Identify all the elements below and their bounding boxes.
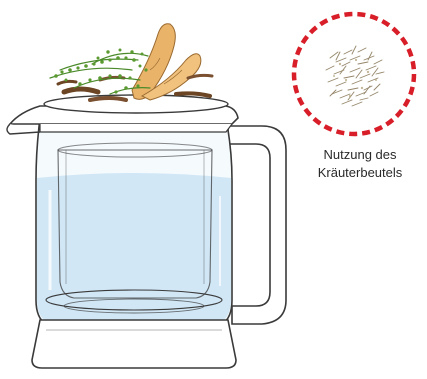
jug-spout	[7, 124, 40, 134]
tea-bag-caption: Nutzung des Kräuterbeutels	[300, 146, 420, 182]
jug-base	[32, 320, 236, 368]
herb-tea-bag-icon	[294, 14, 414, 134]
dashed-circle	[294, 14, 414, 134]
glass-jug-icon	[7, 95, 286, 368]
caption-line-2: Kräuterbeutels	[300, 164, 420, 182]
jug-handle	[228, 126, 286, 324]
herbs-and-ginseng-icon	[50, 24, 212, 100]
caption-line-1: Nutzung des	[300, 146, 420, 164]
